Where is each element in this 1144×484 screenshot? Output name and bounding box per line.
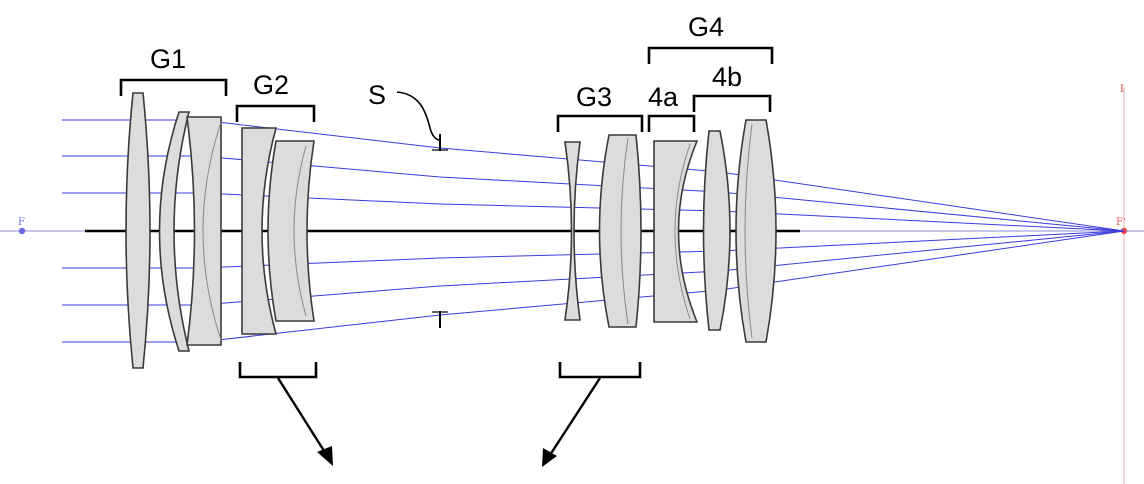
rear-focus-label: F' [1116, 217, 1126, 228]
lens-group-g1 [125, 92, 222, 369]
g3-meniscus-lens [564, 141, 581, 321]
g3-label: G3 [576, 82, 612, 112]
g2-label: G2 [253, 70, 289, 100]
aperture-stop [396, 91, 448, 328]
g1-cemented-lens [186, 116, 222, 346]
front-focus-point [18, 227, 26, 235]
g2-bracket [235, 104, 316, 122]
g2-movement-bracket [238, 362, 318, 379]
g2-concave-lens [241, 127, 278, 335]
lens-group-g4b [702, 119, 777, 343]
image-plane-label: I [1120, 84, 1124, 95]
g3-movement-bracket [558, 362, 642, 379]
stop-label: S [368, 80, 386, 110]
front-focus-label: F [18, 217, 25, 228]
lens-group-g3 [564, 134, 642, 328]
g3-cemented-lens [598, 134, 642, 328]
lens-group-g2 [241, 127, 315, 335]
g1-meniscus-lens [158, 111, 191, 352]
g4b-bracket [692, 94, 772, 112]
g2-movement-arrow [276, 377, 333, 466]
g2-cemented-lens [267, 140, 315, 322]
g3-movement-arrow [542, 377, 602, 467]
g4b-biconvex-lens [735, 119, 777, 343]
g4-bracket [647, 46, 774, 64]
g4a-label: 4a [648, 82, 679, 112]
stop-leader-line [396, 91, 441, 141]
g1-biconvex-lens [125, 92, 151, 369]
g1-label: G1 [150, 44, 186, 74]
g4-label: G4 [688, 12, 724, 42]
lens-group-g4a [653, 140, 699, 323]
g1-bracket [119, 78, 228, 96]
g3-bracket [556, 114, 644, 132]
g4b-meniscus-lens [702, 130, 731, 331]
g4b-label: 4b [712, 62, 742, 92]
g4a-bracket [647, 114, 696, 132]
